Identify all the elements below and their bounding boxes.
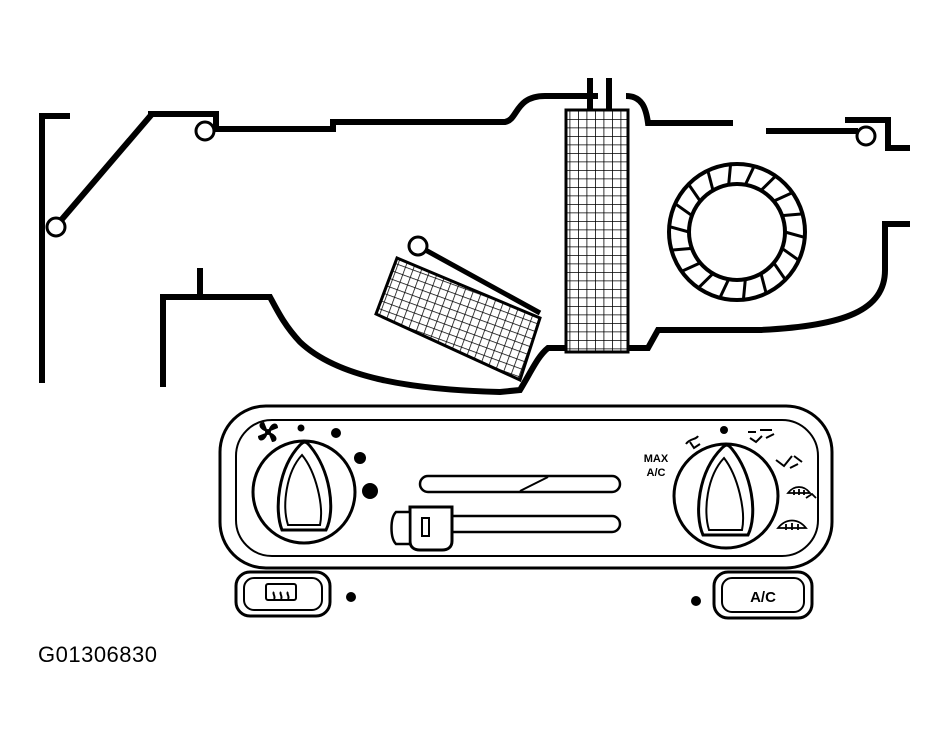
blower-blade xyxy=(781,212,803,218)
fan-speed-dot-4 xyxy=(362,483,378,499)
blower-blade xyxy=(668,225,690,234)
blower-blade xyxy=(706,170,715,191)
mode-door-rod xyxy=(407,235,542,316)
blower-blade xyxy=(772,262,787,281)
blower-blade xyxy=(727,164,733,185)
climate-control-panel: MAX A/C xyxy=(218,404,834,570)
ac-button-label: A/C xyxy=(750,589,776,606)
upper-duct-wall-right xyxy=(625,93,733,126)
figure-id-label: G01306830 xyxy=(38,642,158,667)
floor-defrost-icon xyxy=(786,486,817,499)
panel-floor-icon xyxy=(748,429,775,444)
evaporator-core xyxy=(374,256,542,383)
rear-defrost-indicator xyxy=(346,592,356,602)
fan-speed-dot-2 xyxy=(331,428,341,438)
blower-blade xyxy=(743,165,756,186)
rear-defrost-icon xyxy=(265,583,297,601)
defrost-icon xyxy=(776,519,808,530)
hvac-duct-housing xyxy=(39,93,910,396)
upper-duct-wall xyxy=(148,93,598,132)
blend-door-linkage xyxy=(45,112,877,238)
fan-icon xyxy=(258,422,278,442)
upper-pivot-point xyxy=(194,120,216,142)
mode-selector-knob[interactable] xyxy=(672,442,780,550)
blower-wheel xyxy=(667,162,807,302)
heater-core xyxy=(564,108,630,354)
blower-blade xyxy=(718,278,731,299)
blower-blade xyxy=(687,183,702,202)
temperature-slider[interactable] xyxy=(418,474,622,494)
max-ac-label-line1: MAX xyxy=(644,453,669,465)
fan-speed-dot-3 xyxy=(354,452,366,464)
right-pivot-point xyxy=(855,125,877,147)
max-ac-label-line2: A/C xyxy=(647,467,666,479)
vent-icon xyxy=(685,435,701,450)
blower-blade xyxy=(759,273,768,294)
left-pivot-point xyxy=(45,216,67,238)
right-end-bracket xyxy=(845,117,910,151)
ac-indicator xyxy=(691,596,701,606)
heater-core-pipes xyxy=(587,78,612,111)
blower-blade xyxy=(674,202,693,217)
blower-blade xyxy=(671,246,693,252)
blower-blade xyxy=(759,174,777,192)
left-outer-wall xyxy=(39,113,70,383)
blower-blade xyxy=(773,191,794,203)
fan-speed-dot-1 xyxy=(297,424,305,432)
mode-dot xyxy=(720,426,728,434)
blower-blade xyxy=(680,261,701,273)
blower-blade xyxy=(697,272,715,290)
floor-icon xyxy=(775,455,803,469)
ac-button[interactable]: A/C xyxy=(712,570,814,620)
right-lower-wall xyxy=(160,221,910,396)
recirculation-lever[interactable] xyxy=(390,505,622,552)
blower-blade xyxy=(741,279,747,300)
blower-blade xyxy=(781,247,800,262)
blower-blade xyxy=(784,230,806,239)
fan-speed-knob[interactable] xyxy=(251,439,357,545)
rear-defrost-button[interactable] xyxy=(234,570,332,618)
